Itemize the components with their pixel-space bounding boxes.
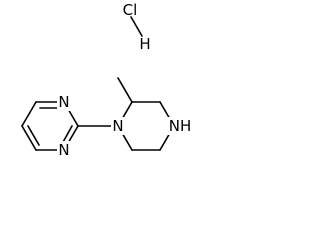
pyrimidine-bond [21, 125, 37, 151]
pyrimidine-nitrogen-top-label: N [58, 93, 69, 111]
piperazine-ring: N NH [111, 77, 192, 151]
hydrochloride-salt: Cl H [123, 1, 151, 53]
methyl-bond [117, 77, 133, 103]
pyrimidine-bond [21, 101, 37, 127]
label-background [111, 117, 125, 135]
pyrimidine-ring: N N [21, 93, 79, 159]
h-cl-bond [130, 16, 143, 37]
label-background [167, 117, 191, 135]
piperazine-nh-label: NH [169, 117, 192, 135]
label-background [57, 93, 71, 111]
chemical-structure: Cl H N N N NH [21, 1, 192, 159]
hydrogen-atom-label: H [139, 35, 150, 53]
piperazine-nitrogen-label: N [112, 117, 123, 135]
chlorine-atom-label: Cl [123, 1, 138, 19]
label-background [57, 141, 71, 159]
pyrimidine-nitrogen-bottom-label: N [58, 141, 69, 159]
pyrimidine-double-bond [27, 125, 40, 146]
